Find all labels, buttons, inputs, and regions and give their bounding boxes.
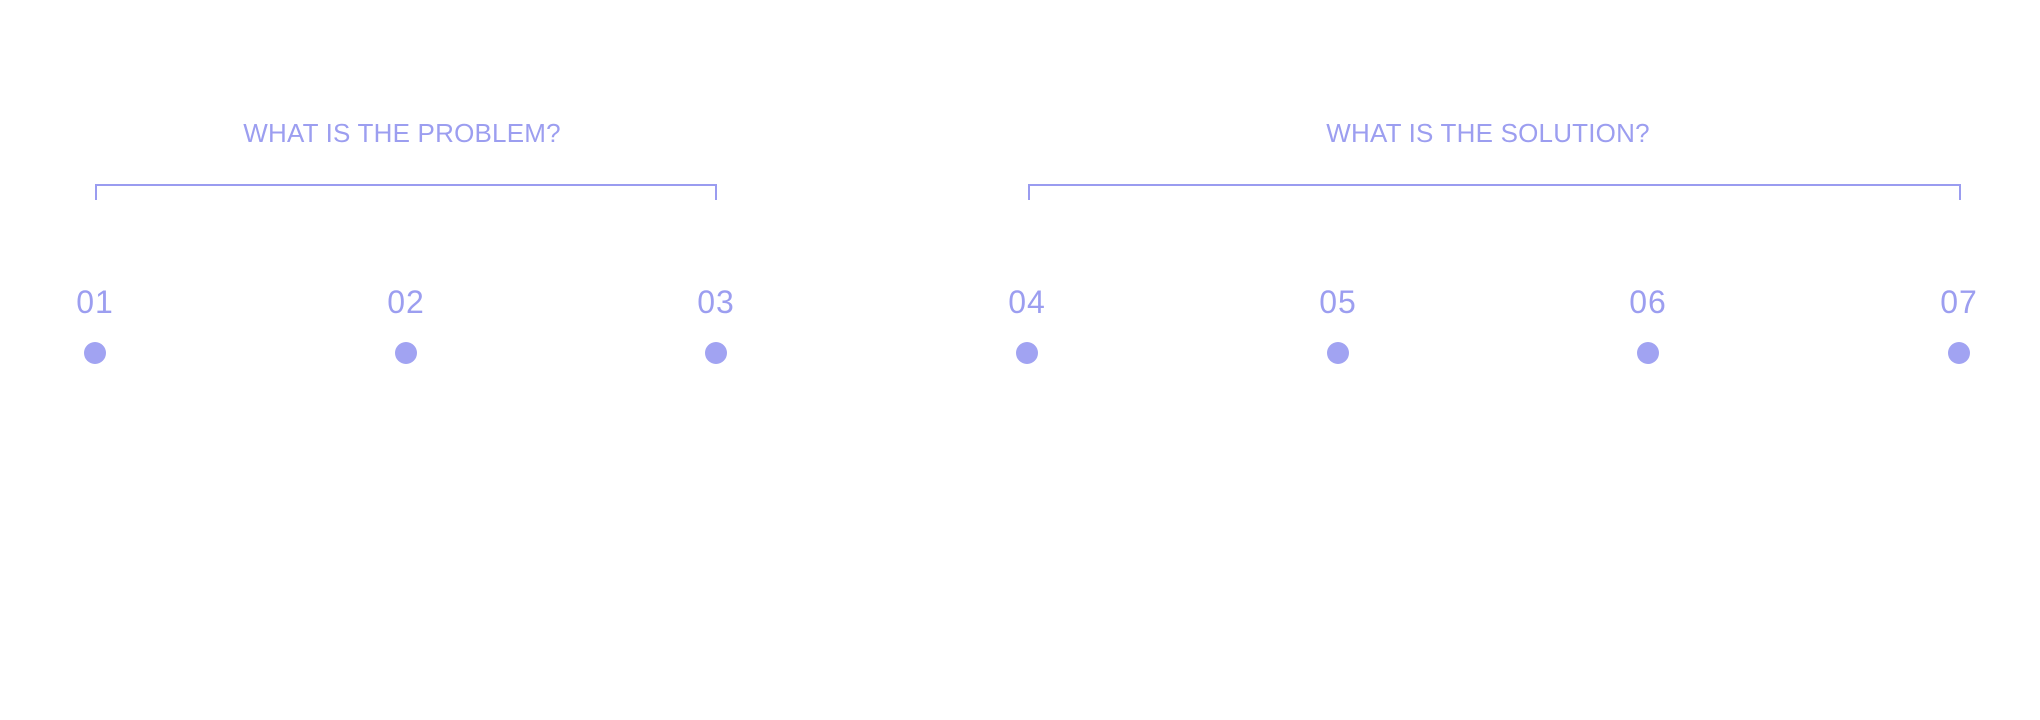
step-number: 07 bbox=[1940, 284, 1978, 320]
timeline-step-06: 06 bbox=[1588, 282, 1708, 364]
step-dot bbox=[84, 342, 106, 364]
step-number: 01 bbox=[76, 284, 114, 320]
step-dot bbox=[1948, 342, 1970, 364]
solution-section-title: WHAT IS THE SOLUTION? bbox=[1326, 118, 1650, 148]
timeline-step-02: 02 bbox=[346, 282, 466, 364]
timeline-step-01: 01 bbox=[35, 282, 155, 364]
step-number: 03 bbox=[697, 284, 735, 320]
step-dot bbox=[1016, 342, 1038, 364]
step-dot bbox=[1637, 342, 1659, 364]
problem-bracket bbox=[95, 184, 717, 200]
timeline-step-04: 04 bbox=[967, 282, 1087, 364]
problem-section-title: WHAT IS THE PROBLEM? bbox=[243, 118, 561, 148]
timeline-step-07: 07 bbox=[1899, 282, 2019, 364]
step-dot bbox=[395, 342, 417, 364]
step-dot bbox=[1327, 342, 1349, 364]
solution-bracket bbox=[1028, 184, 1961, 200]
step-number: 04 bbox=[1008, 284, 1046, 320]
step-number: 05 bbox=[1319, 284, 1357, 320]
step-number: 06 bbox=[1629, 284, 1667, 320]
step-dot bbox=[705, 342, 727, 364]
step-number: 02 bbox=[387, 284, 425, 320]
timeline-step-03: 03 bbox=[656, 282, 776, 364]
timeline-step-05: 05 bbox=[1278, 282, 1398, 364]
